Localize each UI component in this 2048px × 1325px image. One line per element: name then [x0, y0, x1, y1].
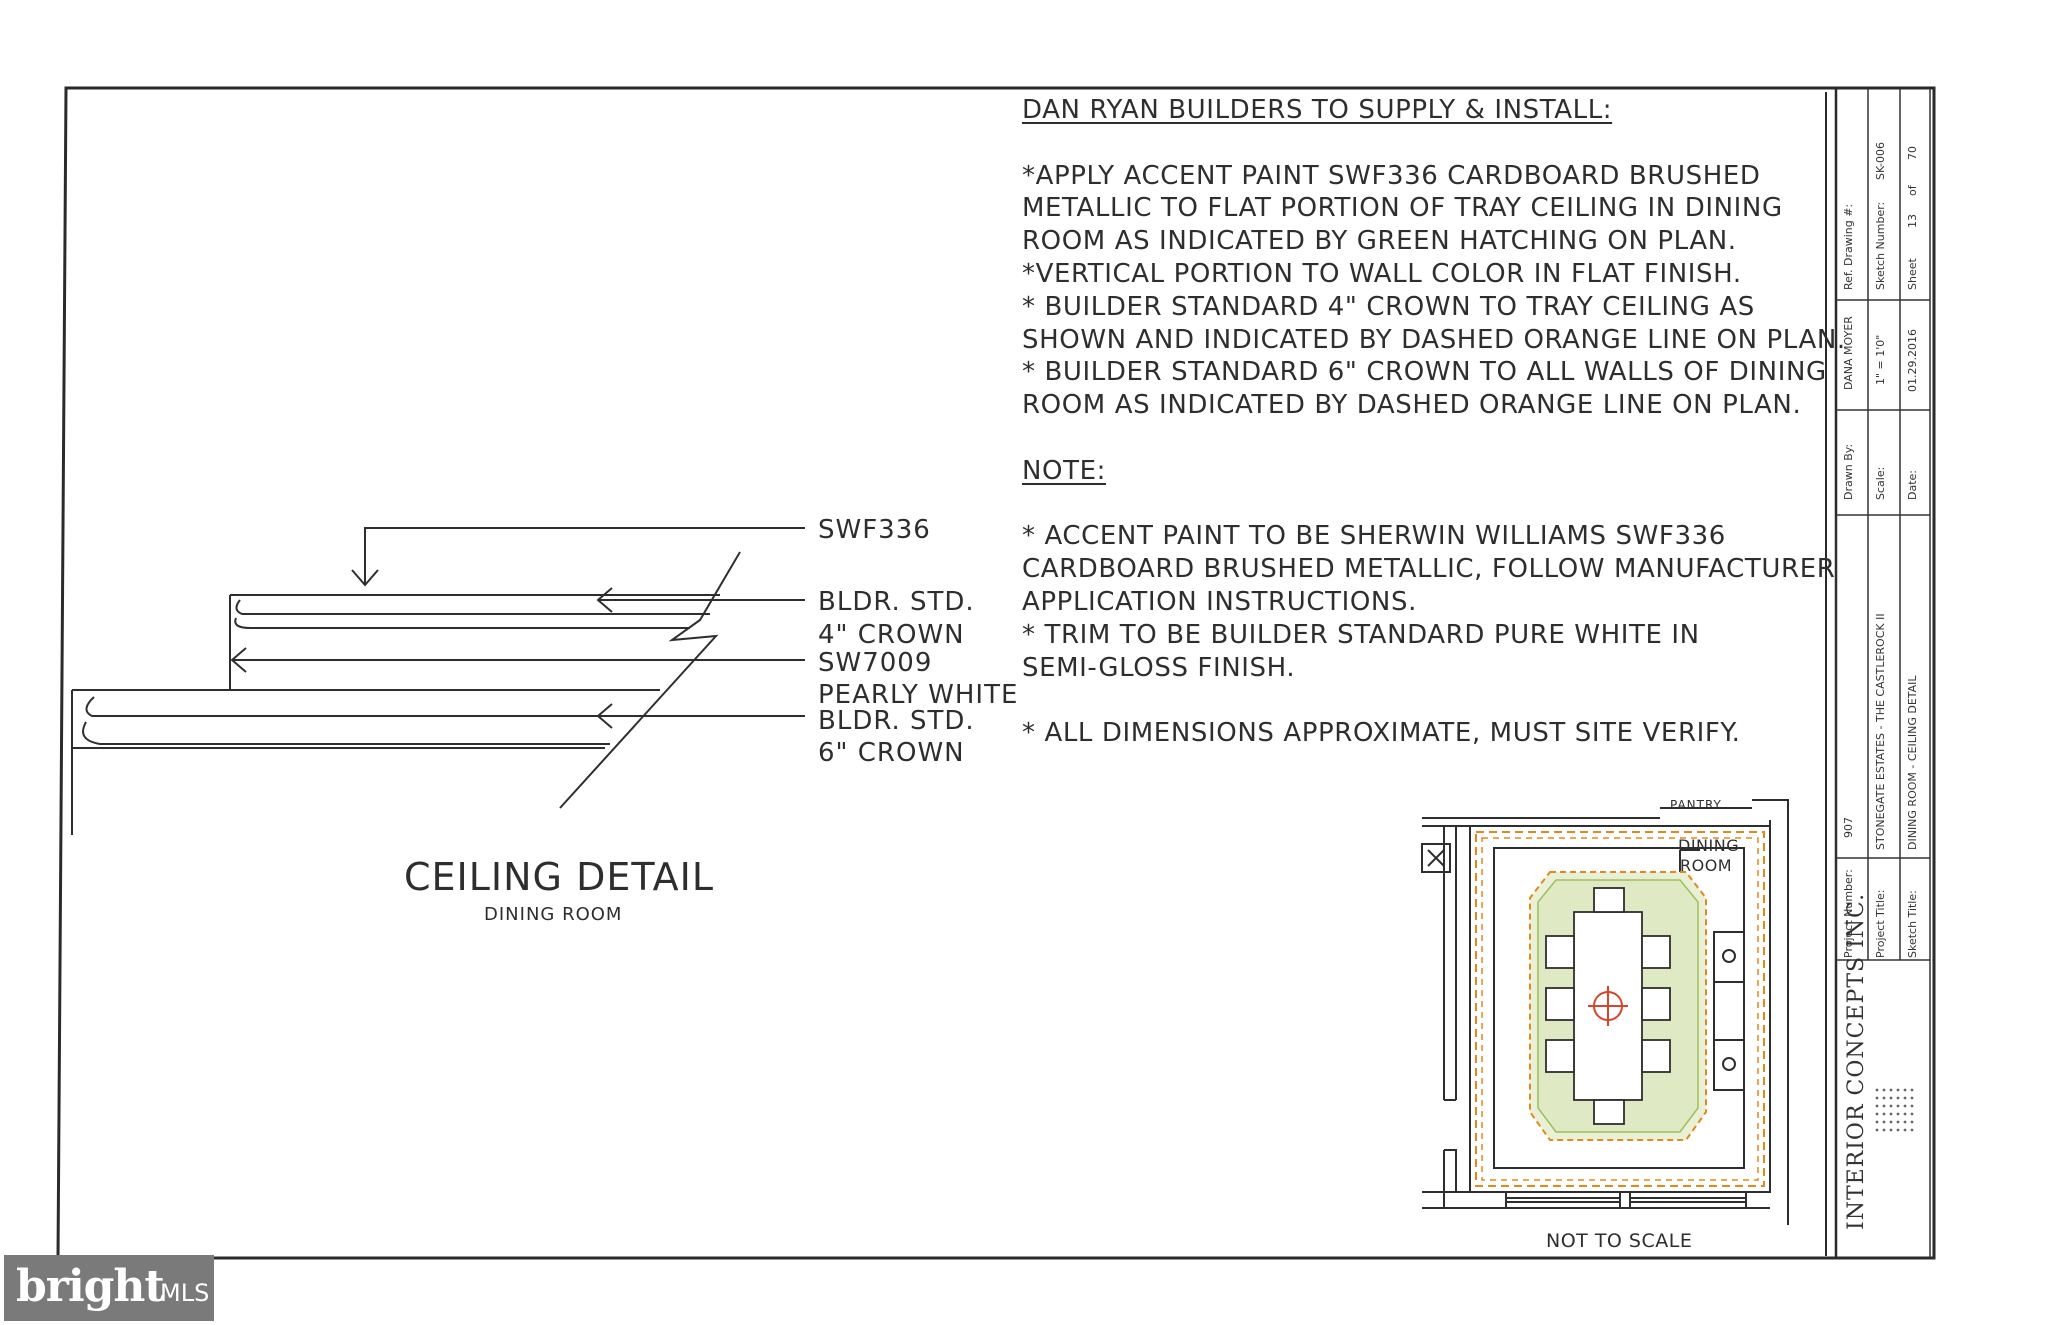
- label-4-crown: 4" CROWN: [818, 620, 965, 650]
- note-line: * ACCENT PAINT TO BE SHERWIN WILLIAMS SW…: [1022, 521, 1726, 552]
- label-bldr-std-1: BLDR. STD.: [818, 587, 975, 617]
- notes-block: DAN RYAN BUILDERS TO SUPPLY & INSTALL: *…: [1022, 94, 1846, 750]
- drawn-by-label: Drawn By:: [1842, 443, 1855, 500]
- watermark-suffix: MLS: [160, 1279, 210, 1307]
- sheet-total: 70: [1906, 146, 1919, 160]
- note-line: CARDBOARD BRUSHED METALLIC, FOLLOW MANUF…: [1022, 554, 1836, 585]
- label-sw7009: SW7009: [818, 648, 933, 678]
- ref-drawing-label: Ref. Drawing #:: [1842, 203, 1855, 290]
- note-heading: NOTE:: [1022, 455, 1106, 486]
- note-line: SHOWN AND INDICATED BY DASHED ORANGE LIN…: [1022, 324, 1846, 355]
- notes-heading: DAN RYAN BUILDERS TO SUPPLY & INSTALL:: [1022, 95, 1613, 125]
- bright-mls-watermark: bright MLS: [4, 1255, 214, 1321]
- project-number-label: Project Number:: [1842, 869, 1855, 958]
- note-line: ROOM AS INDICATED BY DASHED ORANGE LINE …: [1022, 390, 1802, 421]
- note-line: * BUILDER STANDARD 4" CROWN TO TRAY CEIL…: [1022, 291, 1755, 322]
- note-line: METALLIC TO FLAT PORTION OF TRAY CEILING…: [1022, 193, 1783, 224]
- project-title-label: Project Title:: [1874, 889, 1887, 958]
- note-line: APPLICATION INSTRUCTIONS.: [1022, 586, 1417, 617]
- note-line: * TRIM TO BE BUILDER STANDARD PURE WHITE…: [1022, 619, 1700, 650]
- logo-dots: [1875, 1088, 1914, 1132]
- note-line: *VERTICAL PORTION TO WALL COLOR IN FLAT …: [1022, 258, 1742, 289]
- sketch-number-label: Sketch Number:: [1874, 201, 1887, 290]
- drawn-by: DANA MOYER: [1842, 316, 1855, 390]
- note-line: *APPLY ACCENT PAINT SWF336 CARDBOARD BRU…: [1022, 160, 1761, 191]
- plan-not-to-scale: NOT TO SCALE: [1546, 1230, 1693, 1252]
- title-block-grid: [1835, 88, 1931, 1258]
- floor-plan: [1421, 799, 1789, 1225]
- plan-label-pantry: PANTRY: [1670, 798, 1722, 812]
- plan-label-room: ROOM: [1680, 856, 1733, 875]
- date-value: 01.29.2016: [1906, 329, 1919, 392]
- scale-label: Scale:: [1874, 466, 1887, 500]
- sketch-number: SK-006: [1874, 141, 1887, 180]
- label-6-crown: 6" CROWN: [818, 738, 965, 768]
- sheet-number: 13: [1906, 214, 1919, 228]
- detail-title: CEILING DETAIL: [404, 855, 714, 899]
- note-line: [1022, 684, 1846, 717]
- plan-label-dining: DINING: [1678, 836, 1740, 855]
- sheet-border: [56, 86, 1936, 1260]
- project-title: STONEGATE ESTATES - THE CASTLEROCK II: [1874, 613, 1887, 850]
- project-number: 907: [1842, 817, 1855, 838]
- note-line: * BUILDER STANDARD 6" CROWN TO ALL WALLS…: [1022, 357, 1827, 388]
- note-line: * ALL DIMENSIONS APPROXIMATE, MUST SITE …: [1022, 718, 1741, 749]
- ceiling-detail-section: [71, 527, 805, 835]
- label-pearly-white: PEARLY WHITE: [818, 680, 1019, 710]
- label-swf336: SWF336: [818, 515, 931, 545]
- watermark-brand: bright: [16, 1261, 165, 1312]
- scale-value: 1" = 1'0": [1874, 334, 1887, 385]
- sheet-of: of: [1906, 185, 1919, 196]
- sketch-title: DINING ROOM - CEILING DETAIL: [1906, 675, 1919, 850]
- date-label: Date:: [1906, 470, 1919, 500]
- note-line: SEMI-GLOSS FINISH.: [1022, 652, 1296, 683]
- note-line: ROOM AS INDICATED BY GREEN HATCHING ON P…: [1022, 226, 1737, 257]
- sketch-title-label: Sketch Title:: [1906, 890, 1919, 958]
- sheet-label: Sheet: [1906, 258, 1919, 290]
- detail-subtitle: DINING ROOM: [484, 904, 623, 925]
- label-bldr-std-2: BLDR. STD.: [818, 706, 975, 736]
